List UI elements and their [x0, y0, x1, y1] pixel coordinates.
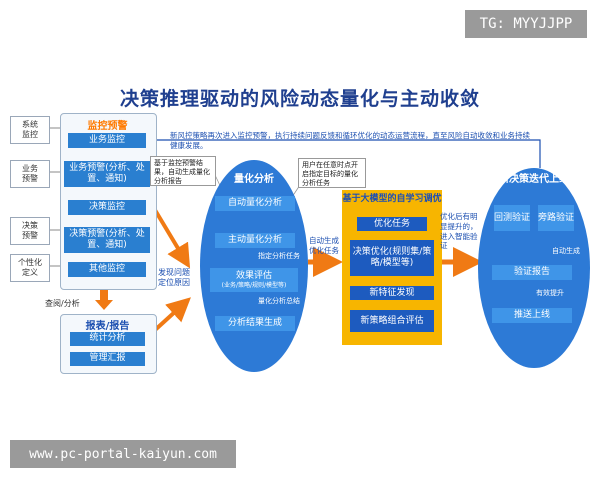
- business-monitor-button[interactable]: 业务监控: [68, 133, 146, 148]
- auto-optimize-label: 自动生成优化任务: [309, 236, 339, 255]
- other-monitor-button[interactable]: 其他监控: [68, 262, 146, 277]
- push-release-button[interactable]: 推送上线: [492, 308, 572, 323]
- note-auto-report: 基于监控预警结果，自动生成量化分析报告: [150, 156, 216, 186]
- monitor-heading: 监控预警: [87, 121, 128, 132]
- statistics-button[interactable]: 统计分析: [70, 332, 145, 346]
- specify-task-label: 指定分析任务: [258, 252, 300, 260]
- bypass-button[interactable]: 旁路验证: [538, 205, 574, 231]
- down-arrow: [95, 290, 113, 310]
- side-label-system-monitor: 系统 监控: [10, 116, 50, 144]
- discover-arrow-up: [153, 208, 191, 269]
- decision-optimize-button[interactable]: 决策优化(规则集/策略/模型等): [350, 240, 434, 276]
- new-strategy-heading: 新决策迭代上线: [499, 174, 569, 185]
- effect-evaluation-sub: (业务/策略/规则/模型等): [221, 281, 287, 289]
- intro-text: 新风控策略再次进入监控预警，执行持续问题反馈和循环优化的动态运营流程，直至风险自…: [170, 131, 530, 151]
- verify-report-button[interactable]: 验证报告: [492, 265, 572, 280]
- decision-monitor-button[interactable]: 决策监控: [68, 200, 146, 215]
- backtest-button[interactable]: 回测验证: [494, 205, 530, 231]
- side-label-decision-alert: 决策 预警: [10, 217, 50, 245]
- auto-generate-label: 自动生成: [552, 247, 580, 255]
- diagram-title: 决策推理驱动的风险动态量化与主动收敛: [119, 88, 480, 110]
- post-optimize-label: 优化后有明显提升的，进入智能验证: [440, 212, 478, 251]
- optimize-task-button[interactable]: 优化任务: [357, 217, 427, 231]
- quant-summary-label: 量化分析总结: [258, 297, 300, 305]
- discover-issue-label: 发现问题 定位原因: [158, 268, 190, 288]
- report-heading: 报表/报告: [85, 321, 130, 332]
- effective-label: 有效提升: [536, 289, 564, 297]
- effect-evaluation-label: 效果评估: [235, 271, 272, 281]
- new-strategy-eval-button[interactable]: 新策略组合评估: [350, 310, 434, 332]
- management-report-button[interactable]: 管理汇报: [70, 352, 145, 366]
- decision-alert-button[interactable]: 决策预警(分析、处置、通知): [64, 227, 150, 253]
- discover-arrow-down: [153, 297, 191, 332]
- quant-heading: 量化分析: [234, 174, 274, 185]
- note-user-task: 用户在任意时点开启指定目标的量化分析任务: [298, 158, 366, 188]
- watermark-url: www.pc-portal-kaiyun.com: [10, 440, 236, 468]
- query-analyze-label: 查阅/分析: [45, 299, 80, 308]
- watermark-tg: TG: MYYJJPP: [465, 10, 587, 38]
- side-label-business-alert: 业务 预警: [10, 160, 50, 188]
- active-quant-button[interactable]: 主动量化分析: [215, 233, 295, 248]
- side-label-custom-define: 个性化 定义: [10, 254, 50, 282]
- result-generate-button[interactable]: 分析结果生成: [215, 316, 295, 331]
- quant-ellipse: [200, 160, 308, 372]
- auto-quant-button[interactable]: 自动量化分析: [215, 196, 295, 211]
- new-feature-button[interactable]: 新特征发现: [350, 286, 434, 300]
- business-alert-button[interactable]: 业务预警(分析、处置、通知): [64, 161, 150, 187]
- llm-heading: 基于大模型的自学习调优: [342, 194, 442, 204]
- effect-evaluation-button[interactable]: 效果评估 (业务/策略/规则/模型等): [210, 268, 298, 292]
